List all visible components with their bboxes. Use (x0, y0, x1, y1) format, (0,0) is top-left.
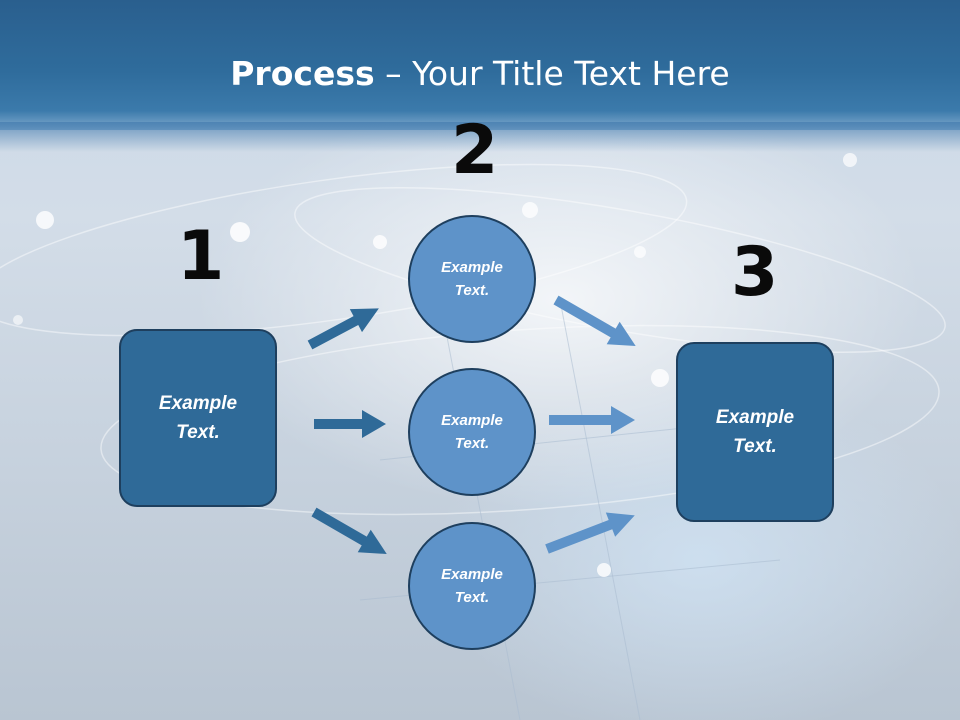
circle-top[interactable]: Example Text. (408, 215, 536, 343)
end-box-line1: Example (715, 407, 795, 428)
start-box[interactable]: Example Text. (119, 329, 277, 507)
title-bar-fade (0, 122, 960, 152)
title-rest: – Your Title Text Here (374, 54, 730, 93)
arrow-to-top-circle (307, 308, 379, 350)
arrow-from-top-circle (553, 295, 636, 346)
title-bold: Process (230, 54, 375, 93)
circle-middle-line1: Example (441, 412, 503, 429)
circle-middle-line2: Text. (454, 435, 490, 452)
start-box-line2: Text. (176, 422, 220, 443)
start-box-line1: Example (158, 393, 238, 414)
step-number-2: 2 (451, 111, 499, 190)
arrow-to-bottom-circle (311, 507, 387, 554)
arrow-from-middle-circle (549, 406, 635, 434)
step-number-3: 3 (731, 233, 779, 312)
circle-bottom-line2: Text. (454, 589, 490, 606)
circle-top-line1: Example (441, 259, 503, 276)
arrow-from-bottom-circle (545, 512, 635, 554)
circle-top-line2: Text. (454, 282, 490, 299)
end-box-line2: Text. (733, 436, 777, 457)
arrow-to-middle-circle (314, 410, 386, 438)
circle-bottom-line1: Example (441, 566, 503, 583)
slide-title: Process – Your Title Text Here (0, 52, 960, 96)
circle-middle[interactable]: Example Text. (408, 368, 536, 496)
step-number-1: 1 (177, 217, 225, 296)
end-box[interactable]: Example Text. (676, 342, 834, 522)
circle-bottom[interactable]: Example Text. (408, 522, 536, 650)
title-bar (0, 0, 960, 130)
